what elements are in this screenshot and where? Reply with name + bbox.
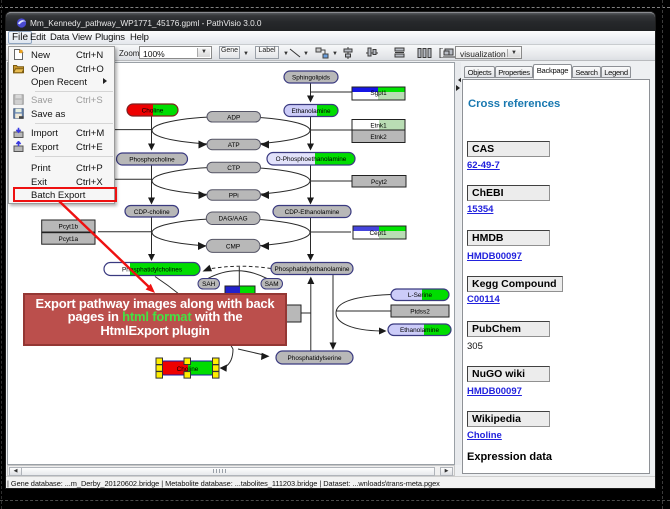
svg-text:SAH: SAH [202,281,216,288]
svg-text:Etnk1: Etnk1 [370,123,387,130]
svg-text:Choline: Choline [142,108,164,115]
svg-text:Phosphocholine: Phosphocholine [129,157,175,164]
svg-text:PPi: PPi [229,193,239,200]
svg-text:Choline: Choline [177,366,199,373]
svg-text:ATP: ATP [228,142,240,149]
svg-text:CDP-Ethanolamine: CDP-Ethanolamine [285,209,340,216]
svg-text:DAG/AAG: DAG/AAG [218,216,247,223]
svg-text:O-Phosphoethanolamine: O-Phosphoethanolamine [276,156,347,163]
svg-text:Ethanolamine: Ethanolamine [291,108,331,115]
svg-text:Pcyt1b: Pcyt1b [59,224,79,231]
svg-text:SAM: SAM [265,281,279,288]
svg-text:ADP: ADP [227,115,240,122]
svg-text:Phosphatidylcholines: Phosphatidylcholines [122,267,182,274]
svg-text:CDP-choline: CDP-choline [134,209,170,216]
svg-text:CTP: CTP [227,165,240,172]
svg-text:Pcyt2: Pcyt2 [371,179,387,186]
svg-text:Etnk2: Etnk2 [370,134,387,141]
svg-text:L-Serine: L-Serine [408,292,433,299]
svg-text:Ptdss2: Ptdss2 [410,309,430,316]
svg-text:Pcyt1a: Pcyt1a [59,236,79,243]
svg-text:CMP: CMP [226,243,240,250]
svg-text:Cept1: Cept1 [369,230,386,237]
svg-text:Phosphatidylserine: Phosphatidylserine [288,355,342,362]
svg-text:Phosphatidylethanolamine: Phosphatidylethanolamine [275,266,350,273]
svg-text:Sgpl1: Sgpl1 [370,90,387,97]
svg-text:Ethanolamine: Ethanolamine [400,327,440,334]
svg-text:Sphingolipids: Sphingolipids [292,75,330,82]
